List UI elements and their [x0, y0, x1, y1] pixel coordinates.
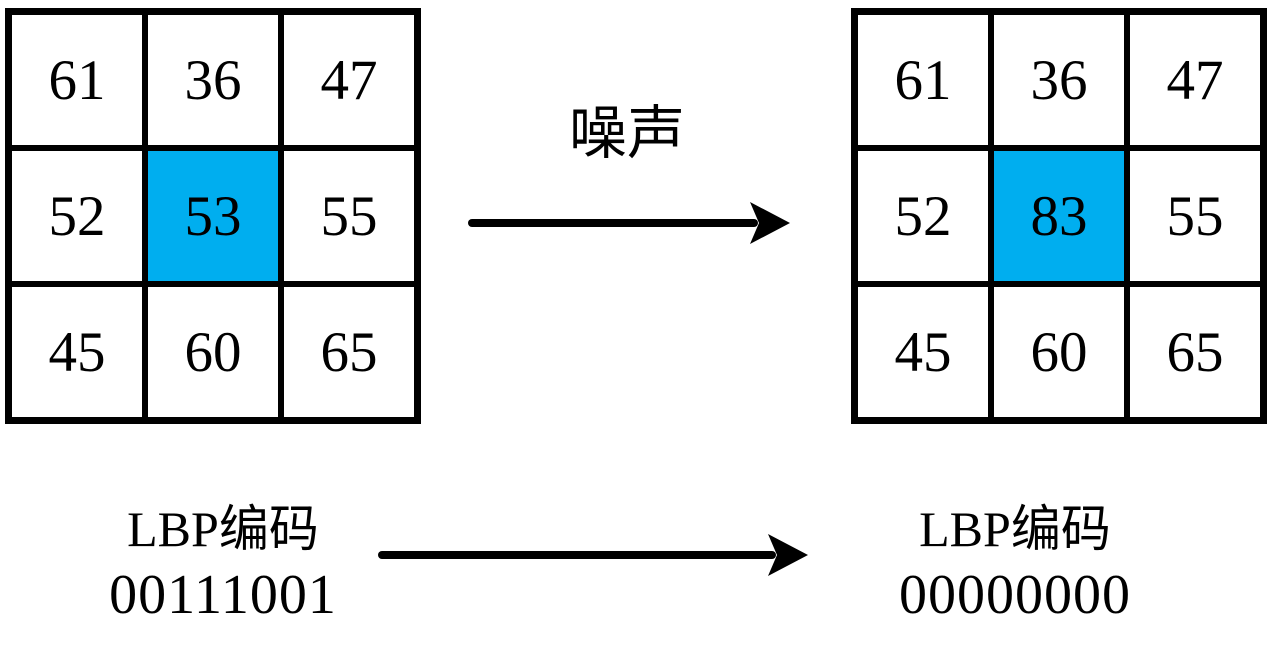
lbp-code-before: LBP编码 00111001 [63, 494, 383, 626]
grid-cell: 47 [1130, 15, 1260, 145]
lbp-code-after: LBP编码 00000000 [855, 494, 1175, 626]
grid-cell: 36 [148, 15, 278, 145]
grid-cell: 36 [994, 15, 1124, 145]
grid-cell: 65 [284, 287, 414, 417]
grid-cell-center-after: 83 [994, 151, 1124, 281]
pixel-grid-before: 61 36 47 52 53 55 45 60 65 [5, 8, 421, 424]
grid-cell-center-before: 53 [148, 151, 278, 281]
grid-cell: 45 [858, 287, 988, 417]
code-arrow-icon [378, 534, 808, 576]
noise-label: 噪声 [568, 101, 685, 166]
grid-cell: 52 [12, 151, 142, 281]
lbp-code-label-before: LBP编码 [127, 501, 319, 557]
grid-cell: 45 [12, 287, 142, 417]
grid-cell: 61 [12, 15, 142, 145]
noise-arrow-icon [468, 202, 790, 244]
grid-cell: 55 [284, 151, 414, 281]
lbp-code-value-after: 00000000 [899, 564, 1131, 626]
grid-cell: 47 [284, 15, 414, 145]
grid-cell: 65 [1130, 287, 1260, 417]
lbp-code-label-after: LBP编码 [919, 501, 1111, 557]
grid-cell: 60 [148, 287, 278, 417]
lbp-code-value-before: 00111001 [109, 564, 337, 626]
grid-cell: 55 [1130, 151, 1260, 281]
grid-cell: 61 [858, 15, 988, 145]
grid-cell: 52 [858, 151, 988, 281]
pixel-grid-after: 61 36 47 52 83 55 45 60 65 [851, 8, 1267, 424]
grid-cell: 60 [994, 287, 1124, 417]
